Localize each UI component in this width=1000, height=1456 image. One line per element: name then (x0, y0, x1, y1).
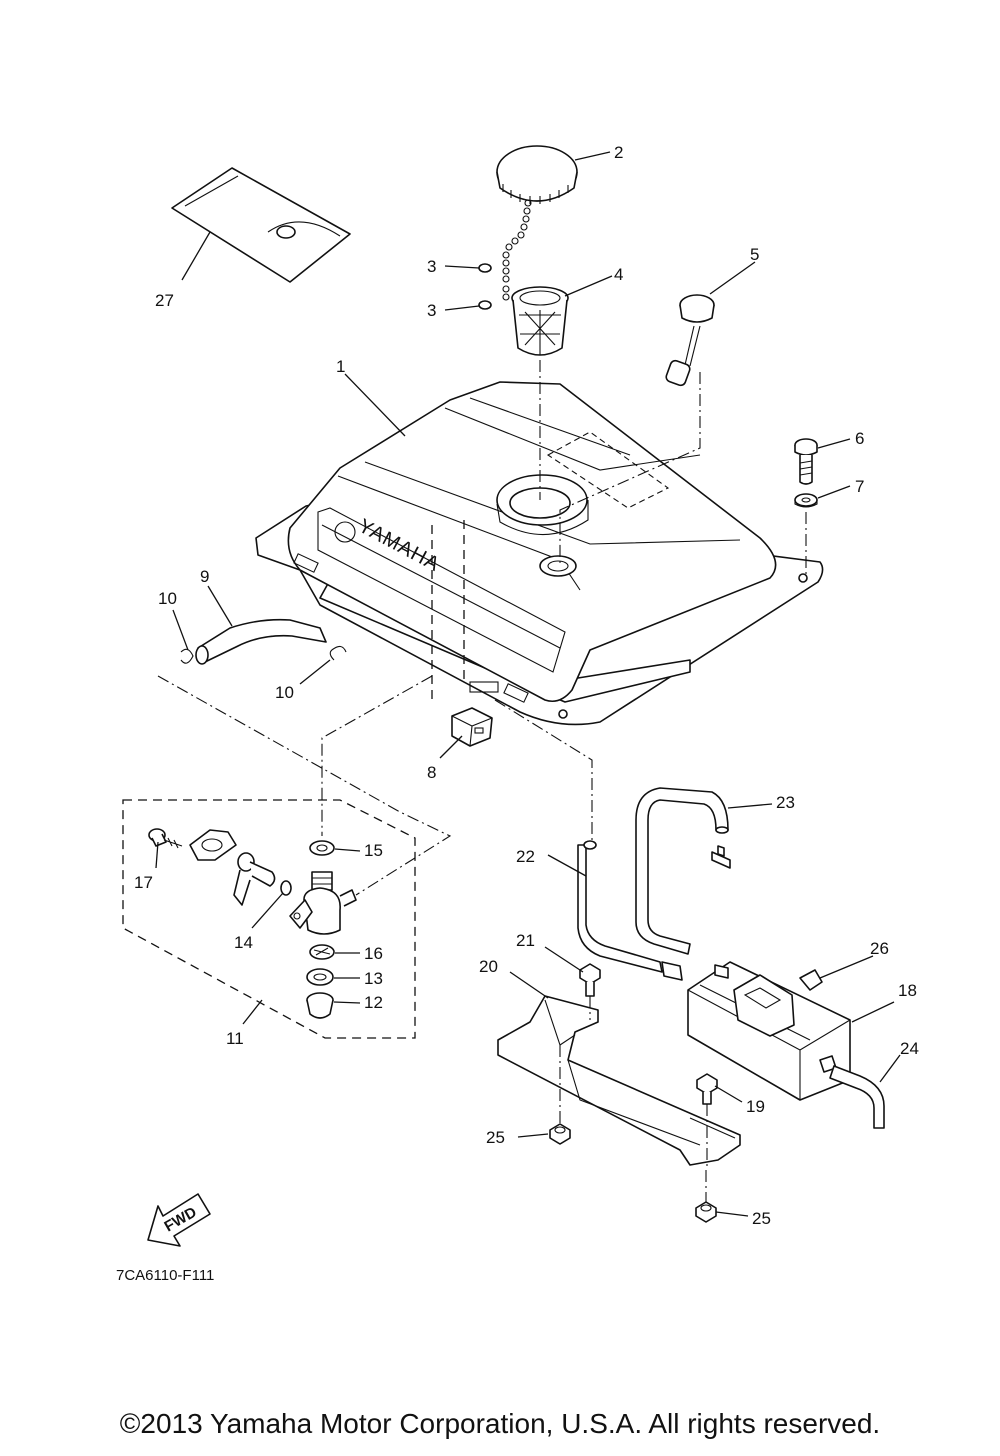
callout-3: 3 (427, 257, 436, 276)
callout-18: 18 (898, 981, 917, 1000)
callout-26: 26 (870, 939, 889, 958)
part-9-hose (195, 618, 327, 665)
callout-10: 10 (158, 589, 177, 608)
callout-6: 6 (855, 429, 864, 448)
part-12-cup (306, 992, 334, 1019)
part-10-clips (180, 645, 347, 664)
callout-2: 2 (614, 143, 623, 162)
callout-17: 17 (134, 873, 153, 892)
callout-1: 1 (336, 357, 345, 376)
part-15-washer (309, 840, 335, 856)
part-22-hose (577, 840, 663, 973)
part-27-label (171, 167, 351, 283)
part-13-seal (306, 968, 334, 986)
part-24-hose (829, 1065, 885, 1129)
part-7-washer (794, 493, 818, 508)
callout-13: 13 (364, 969, 383, 988)
part-18-canister (661, 961, 851, 1101)
callout-25: 25 (486, 1128, 505, 1147)
part-17-screw (148, 828, 183, 849)
part-23-hose (635, 787, 731, 955)
callout-14: 14 (234, 933, 253, 952)
lever (233, 852, 276, 906)
callout-3: 3 (427, 301, 436, 320)
part-21-bolt (579, 963, 601, 997)
callout-9: 9 (200, 567, 209, 586)
callout-15: 15 (364, 841, 383, 860)
part-25-nut-upper (549, 1123, 571, 1145)
part-1-fuel-tank: YAMAHA (255, 381, 824, 726)
copyright-notice: ©2013 Yamaha Motor Corporation, U.S.A. A… (119, 1408, 881, 1439)
callout-25: 25 (752, 1209, 771, 1228)
part-2-fuel-cap (496, 145, 578, 301)
callout-21: 21 (516, 931, 535, 950)
part-5-fuel-gauge (665, 294, 715, 387)
callout-24: 24 (900, 1039, 919, 1058)
callout-23: 23 (776, 793, 795, 812)
part-11-fuel-cock-assembly (122, 799, 416, 1039)
callout-16: 16 (364, 944, 383, 963)
fuel-cock-body (289, 871, 357, 935)
callout-8: 8 (427, 763, 436, 782)
callout-4: 4 (614, 265, 623, 284)
fwd-arrow-icon: FWD (147, 1193, 211, 1247)
part-4-strainer (511, 286, 569, 356)
drawing-code: 7CA6110-F111 (116, 1267, 214, 1284)
callout-5: 5 (750, 245, 759, 264)
callout-12: 12 (364, 993, 383, 1012)
leader-lines (155, 151, 901, 1217)
part-14-oring (280, 880, 292, 896)
connection-lines (157, 360, 807, 1202)
callout-20: 20 (479, 957, 498, 976)
part-6-bolt (794, 438, 818, 485)
callout-7: 7 (855, 477, 864, 496)
part-3-rivets (478, 263, 492, 310)
chain-icon (502, 199, 532, 301)
part-19-bolt (696, 1073, 718, 1105)
part-25-nut-lower (695, 1201, 717, 1223)
t-joint-icon (711, 845, 731, 869)
callouts: 1 2 3 3 4 5 6 7 8 9 10 10 11 12 13 14 15… (134, 143, 919, 1228)
gasket-plate (189, 829, 237, 861)
callout-27: 27 (155, 291, 174, 310)
part-26-clip (799, 969, 823, 991)
callout-22: 22 (516, 847, 535, 866)
callout-19: 19 (746, 1097, 765, 1116)
callout-11: 11 (226, 1029, 244, 1048)
callout-10: 10 (275, 683, 294, 702)
